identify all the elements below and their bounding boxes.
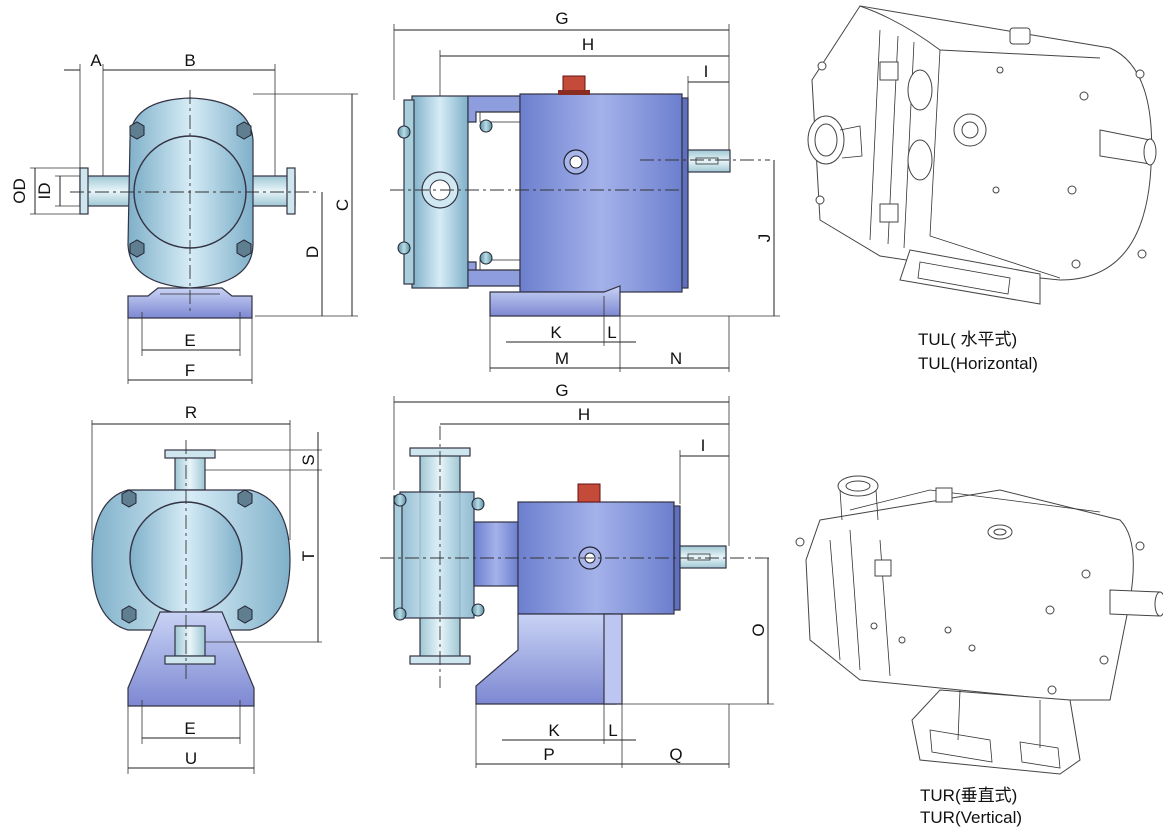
dim-label-E-vertical: E [184,719,195,738]
dim-label-OD: OD [10,178,29,204]
side-view-horizontal: G H I J K L M N [390,9,780,372]
dim-label-L-vertical: L [608,721,617,740]
dim-label-P: P [543,745,554,764]
dim-label-G: G [555,9,568,28]
dim-label-K-vertical: K [548,721,560,740]
front-view-vertical: R S T E U [91,403,322,774]
pump-isometric-horizontal [807,5,1157,305]
dim-label-T: T [299,551,318,561]
caption-horizontal-cn: TUL( 水平式) [918,330,1018,349]
dim-label-H: H [582,35,594,54]
dim-label-A: A [90,51,102,70]
dim-label-K: K [550,323,562,342]
dim-label-C: C [333,199,352,211]
dim-label-J: J [755,234,774,243]
dim-label-O: O [749,623,768,636]
front-view-horizontal: A B OD ID C D E F [10,51,358,384]
dim-label-E: E [184,331,195,350]
dim-label-ID: ID [35,183,54,200]
dim-label-B: B [184,51,195,70]
side-view-vertical: G H I O K L P Q [380,381,774,768]
dim-label-Q: Q [669,745,682,764]
caption-vertical-cn: TUR(垂直式) [920,786,1018,805]
dim-label-M: M [555,349,569,368]
dim-label-H-vertical: H [578,405,590,424]
dim-label-I: I [704,62,709,81]
dim-label-U: U [185,749,197,768]
caption-horizontal-en: TUL(Horizontal) [918,354,1038,373]
dim-label-F: F [185,361,195,380]
dim-label-S: S [299,454,318,465]
dim-label-G-vertical: G [555,381,568,400]
dim-label-D: D [303,246,322,258]
dim-label-L: L [607,323,616,342]
pump-isometric-vertical [795,475,1163,775]
dim-label-I-vertical: I [701,436,706,455]
dim-label-R: R [185,403,197,422]
dim-label-N: N [670,349,682,368]
caption-vertical-en: TUR(Vertical) [920,808,1023,827]
